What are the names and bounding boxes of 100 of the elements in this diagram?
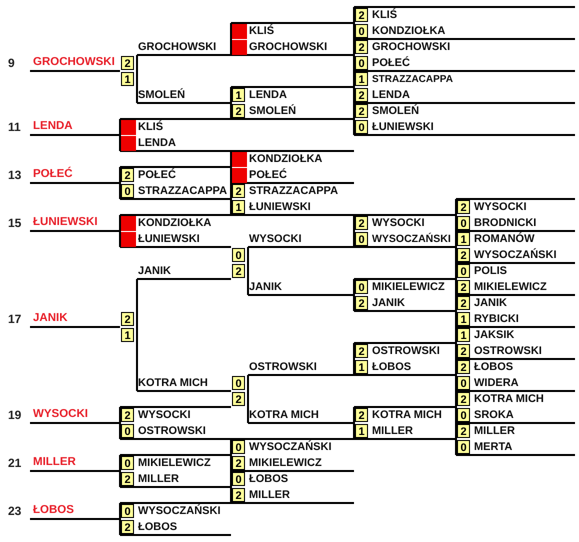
seed-number: 19 <box>8 408 22 423</box>
score-box: 2 <box>121 520 134 534</box>
score-box: 0 <box>121 504 134 518</box>
seed-number: 17 <box>8 312 22 327</box>
player-name: MILLER <box>33 455 76 470</box>
score-box: 0 <box>457 440 470 454</box>
score-box: 2 <box>121 312 134 326</box>
player-name: ŁUNIEWSKI <box>33 215 98 230</box>
score-box: 1 <box>121 72 134 86</box>
score-box: 0 <box>457 216 470 230</box>
score-box: 2 <box>121 472 134 486</box>
player-name: POŁEĆ <box>33 167 73 182</box>
seed-number: 21 <box>8 456 22 471</box>
player-name: STRAZZACAPPA <box>249 184 338 199</box>
player-name: JAKSIK <box>474 328 514 343</box>
score-box: 0 <box>457 376 470 390</box>
player-name: MIKIELEWICZ <box>138 456 211 471</box>
score-box: 2 <box>232 184 245 198</box>
score-box: 2 <box>121 56 134 70</box>
player-name: ŁUNIEWSKI <box>249 200 311 215</box>
player-name: ŁOBOS <box>372 360 412 375</box>
player-name: POŁEĆ <box>249 168 287 183</box>
score-box: 0 <box>355 232 368 246</box>
score-box: 2 <box>457 280 470 294</box>
score-box: 2 <box>121 168 134 182</box>
score-box: 2 <box>232 264 245 278</box>
score-box: 2 <box>457 424 470 438</box>
score-box: 1 <box>457 232 470 246</box>
score-box: 0 <box>232 248 245 262</box>
score-box: 0 <box>355 280 368 294</box>
score-box: 2 <box>355 408 368 422</box>
player-name: KOTRA MICH <box>372 408 442 423</box>
score-box: 1 <box>232 88 245 102</box>
score-box: 0 <box>355 24 368 38</box>
player-name: WYSOCKI <box>372 216 425 231</box>
player-name: KONDZIOŁKA <box>249 152 322 167</box>
player-name: RYBICKI <box>474 312 519 327</box>
player-name: WYSOCKI <box>474 200 527 215</box>
player-name: SROKA <box>474 408 514 423</box>
player-name: ŁOBOS <box>138 520 178 535</box>
player-name: KOTRA MICH <box>474 392 544 407</box>
player-name: GROCHOWSKI <box>249 40 328 55</box>
seed-number: 23 <box>8 504 22 519</box>
player-name: MILLER <box>138 472 179 487</box>
score-box: 2 <box>355 216 368 230</box>
player-name: BRODNICKI <box>474 216 536 231</box>
score-box: 2 <box>232 488 245 502</box>
player-name: WYSOCZAŃSKI <box>474 248 556 263</box>
score-box: 2 <box>457 344 470 358</box>
score-box: 2 <box>457 248 470 262</box>
player-name: POŁEĆ <box>372 56 410 71</box>
player-name: LENDA <box>33 119 73 134</box>
player-name: GROCHOWSKI <box>138 40 216 55</box>
player-name: GROCHOWSKI <box>33 55 115 70</box>
score-box: 2 <box>457 360 470 374</box>
player-name: MILLER <box>372 424 413 439</box>
score-box: 2 <box>457 296 470 310</box>
score-box: 0 <box>457 408 470 422</box>
score-box: 2 <box>355 88 368 102</box>
score-box: 1 <box>355 72 368 86</box>
player-name: WIDERA <box>474 376 519 391</box>
seed-number: 15 <box>8 216 22 231</box>
score-box: 1 <box>457 328 470 342</box>
player-name: JANIK <box>372 296 406 311</box>
player-name: MIKIELEWICZ <box>474 280 547 295</box>
player-name: KLIŚ <box>138 120 164 135</box>
score-box: 0 <box>355 56 368 70</box>
player-name: STRAZZACAPPA <box>372 73 453 87</box>
score-box: 2 <box>355 104 368 118</box>
score-box: 2 <box>355 296 368 310</box>
score-box: 1 <box>355 424 368 438</box>
score-box: 2 <box>232 392 245 406</box>
player-name: MIKIELEWICZ <box>372 280 445 295</box>
score-box: 2 <box>121 408 134 422</box>
score-box: 1 <box>232 200 245 214</box>
player-name: KONDZIOŁKA <box>372 24 446 39</box>
player-name: OSTROWSKI <box>249 360 317 375</box>
player-name: MIKIELEWICZ <box>249 456 322 471</box>
player-name: MERTA <box>474 440 512 455</box>
score-box: 2 <box>232 104 245 118</box>
player-name: OSTROWSKI <box>372 344 440 359</box>
player-name: JANIK <box>474 296 508 311</box>
score-box: 2 <box>232 456 245 470</box>
seed-number: 13 <box>8 168 22 183</box>
player-name: JANIK <box>138 264 172 279</box>
score-box: 0 <box>232 472 245 486</box>
seed-number: 9 <box>8 56 15 71</box>
seed-number: 11 <box>8 120 21 135</box>
score-box: 0 <box>232 376 245 390</box>
score-box: 0 <box>121 456 134 470</box>
player-name: WYSOCKI <box>249 232 302 247</box>
player-name: JANIK <box>249 280 282 295</box>
score-box: 1 <box>457 312 470 326</box>
score-box: 2 <box>457 392 470 406</box>
player-name: WYSOCKI <box>33 407 88 422</box>
player-name: JANIK <box>33 311 68 326</box>
player-name: LENDA <box>249 88 287 103</box>
player-name: MILLER <box>474 424 515 439</box>
player-name: WYSOCZAŃSKI <box>138 504 220 519</box>
score-box: 0 <box>121 424 134 438</box>
